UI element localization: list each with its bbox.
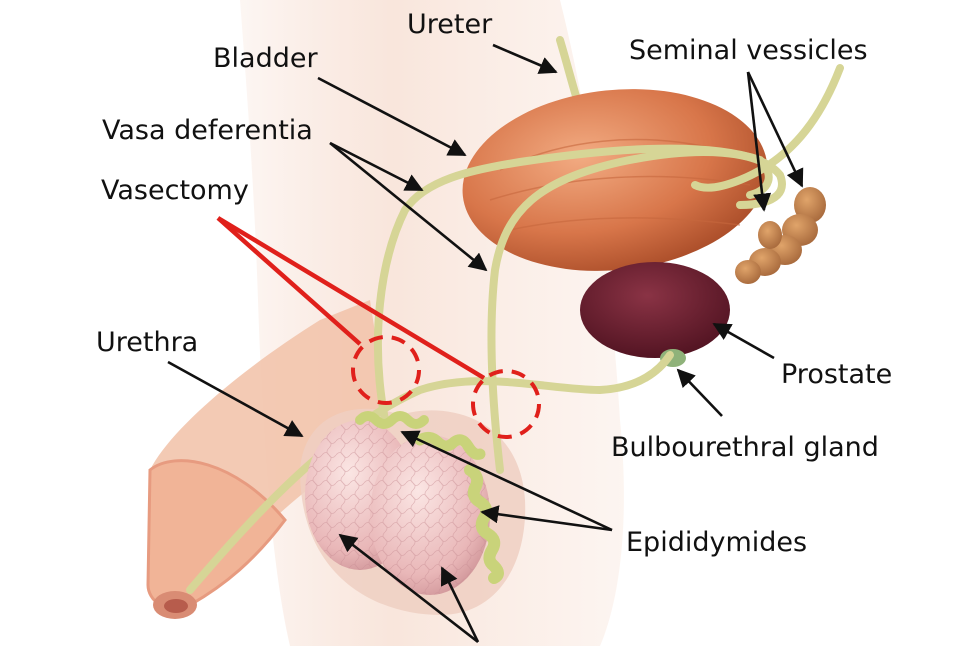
label-ureter: Ureter [407,9,493,40]
vasectomy-cut-left [351,335,421,405]
label-urethra: Urethra [96,327,198,358]
vasectomy-cut-right [471,369,541,439]
label-bulbourethral-gland: Bulbourethral gland [611,432,879,463]
label-vasa-deferentia: Vasa deferentia [102,115,313,146]
label-seminal-vesicles: Seminal vessicles [629,35,868,66]
epididymides [355,411,504,584]
label-epididymides: Epididymides [626,527,807,558]
urethral-opening-inner [164,599,188,613]
vasectomy-pointer-right [216,216,486,380]
label-vasectomy: Vasectomy [101,175,249,206]
ducts [186,64,844,594]
seminal-vesicles [735,187,826,284]
prostate [580,262,730,358]
testis-right-veins [370,435,490,595]
label-prostate: Prostate [781,359,892,390]
label-arrows [167,43,804,644]
vasectomy-pointer-left [216,216,362,346]
label-bladder: Bladder [213,43,318,74]
